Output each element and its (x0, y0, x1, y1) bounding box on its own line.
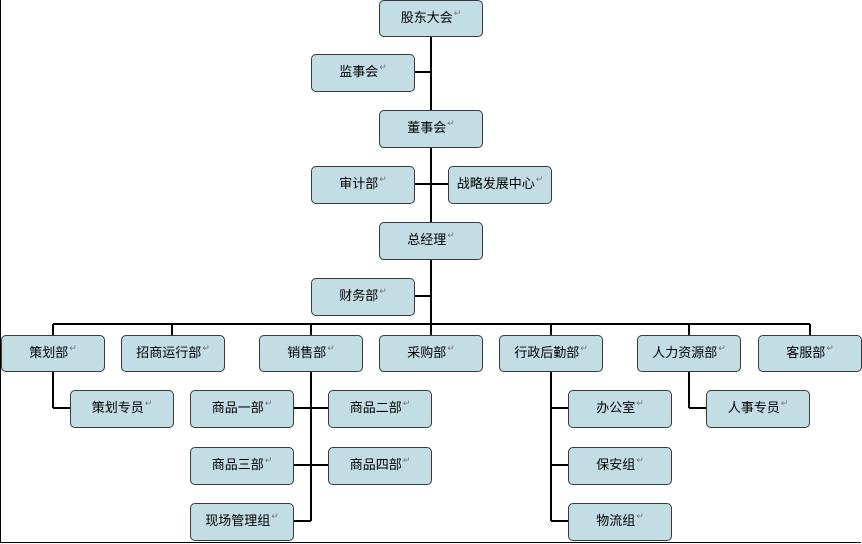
paragraph-mark-icon: ↵ (718, 344, 726, 354)
node-purchasing-dept: 采购部↵ (379, 335, 483, 372)
node-hr-dept: 人力资源部↵ (637, 335, 741, 372)
node-label: 人力资源部 (652, 346, 718, 361)
paragraph-mark-icon: ↵ (535, 175, 544, 185)
node-customer-service-dept: 客服部↵ (758, 335, 862, 372)
paragraph-mark-icon: ↵ (271, 512, 279, 522)
paragraph-mark-icon: ↵ (379, 63, 387, 73)
node-site-management: 现场管理组↵ (190, 503, 294, 541)
node-label: 办公室 (596, 401, 636, 416)
node-goods-dept-4: 商品四部↵ (328, 447, 432, 485)
paragraph-mark-icon: ↵ (780, 399, 789, 409)
paragraph-mark-icon: ↵ (379, 287, 387, 297)
node-supervisory-board: 监事会↵ (311, 54, 415, 92)
paragraph-mark-icon: ↵ (453, 9, 462, 19)
node-goods-dept-2: 商品二部↵ (328, 390, 432, 428)
node-label: 商品一部 (211, 401, 264, 416)
paragraph-mark-icon: ↵ (264, 456, 273, 466)
paragraph-mark-icon: ↵ (447, 231, 455, 241)
node-office: 办公室↵ (568, 390, 672, 428)
paragraph-mark-icon: ↵ (379, 175, 387, 185)
node-label: 战略发展中心 (456, 177, 535, 192)
node-label: 股东大会 (400, 11, 453, 26)
node-label: 财务部 (339, 289, 379, 304)
paragraph-mark-icon: ↵ (144, 399, 153, 409)
paragraph-mark-icon: ↵ (636, 399, 644, 409)
node-logistics-team: 物流组↵ (568, 503, 672, 541)
node-label: 现场管理组 (205, 514, 271, 529)
paragraph-mark-icon: ↵ (636, 456, 644, 466)
node-general-manager: 总经理↵ (379, 222, 483, 260)
node-shareholders: 股东大会↵ (379, 0, 483, 37)
paragraph-mark-icon: ↵ (636, 512, 644, 522)
paragraph-mark-icon: ↵ (202, 344, 210, 354)
node-strategy-center: 战略发展中心↵ (448, 166, 552, 204)
node-label: 监事会 (339, 65, 379, 80)
node-label: 行政后勤部 (514, 346, 580, 361)
paragraph-mark-icon: ↵ (69, 344, 77, 354)
node-planning-specialist: 策划专员↵ (70, 390, 174, 428)
node-label: 总经理 (407, 233, 447, 248)
paragraph-mark-icon: ↵ (580, 344, 588, 354)
node-label: 采购部 (407, 346, 447, 361)
paragraph-mark-icon: ↵ (826, 344, 834, 354)
node-label: 董事会 (407, 121, 447, 136)
node-label: 商品三部 (211, 458, 264, 473)
paragraph-mark-icon: ↵ (402, 456, 411, 466)
node-label: 销售部 (287, 346, 327, 361)
paragraph-mark-icon: ↵ (402, 399, 411, 409)
node-label: 商品四部 (349, 458, 402, 473)
node-label: 商品二部 (349, 401, 402, 416)
node-planning-dept: 策划部↵ (1, 335, 105, 372)
node-finance-dept: 财务部↵ (311, 278, 415, 316)
node-label: 客服部 (786, 346, 826, 361)
paragraph-mark-icon: ↵ (264, 399, 273, 409)
paragraph-mark-icon: ↵ (447, 119, 455, 129)
node-security-team: 保安组↵ (568, 447, 672, 485)
node-goods-dept-3: 商品三部↵ (190, 447, 294, 485)
node-label: 物流组 (596, 514, 636, 529)
node-label: 招商运行部 (136, 346, 202, 361)
paragraph-mark-icon: ↵ (447, 344, 455, 354)
node-label: 策划专员 (91, 401, 144, 416)
node-audit-dept: 审计部↵ (311, 166, 415, 204)
node-label: 保安组 (596, 458, 636, 473)
node-board-of-directors: 董事会↵ (379, 110, 483, 148)
node-sales-dept: 销售部↵ (259, 335, 363, 372)
node-label: 人事专员 (727, 401, 780, 416)
paragraph-mark-icon: ↵ (327, 344, 335, 354)
node-label: 审计部 (339, 177, 379, 192)
node-admin-logistics-dept: 行政后勤部↵ (499, 335, 603, 372)
node-leasing-ops-dept: 招商运行部↵ (121, 335, 225, 372)
node-goods-dept-1: 商品一部↵ (190, 390, 294, 428)
node-hr-specialist: 人事专员↵ (706, 390, 810, 428)
node-label: 策划部 (29, 346, 69, 361)
